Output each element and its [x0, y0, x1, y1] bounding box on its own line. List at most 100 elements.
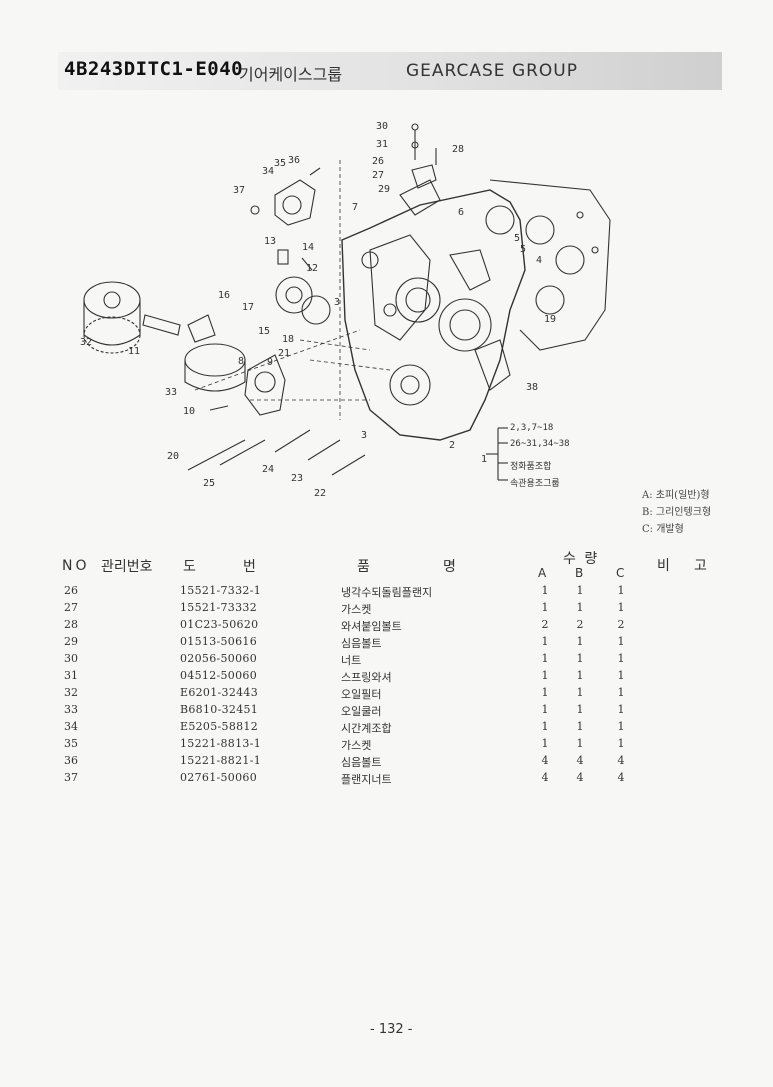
cell-b: 1	[576, 652, 584, 665]
col-header-do: 도	[183, 559, 196, 575]
legend-c: C: 개발형	[642, 524, 684, 535]
callout-5a: 5	[514, 233, 521, 244]
cell-a: 4	[541, 771, 549, 784]
cell-a: 1	[541, 669, 549, 682]
col-header-a: A	[538, 566, 547, 580]
callout-15: 15	[258, 326, 271, 337]
callout-14: 14	[302, 242, 315, 253]
cell-a: 1	[541, 686, 549, 699]
callout-20: 20	[167, 451, 180, 462]
callout-30: 30	[376, 121, 389, 132]
cell-c: 1	[617, 635, 625, 648]
cell-name: 플랜지너트	[341, 773, 392, 786]
cell-name: 오일쿨러	[341, 705, 382, 718]
cell-c: 1	[617, 669, 625, 682]
callout-6: 6	[458, 207, 465, 218]
callout-29: 29	[378, 184, 391, 195]
table-row: 34 E5205-58812 시간계조합 1 1 1	[0, 720, 773, 737]
cell-a: 1	[541, 635, 549, 648]
col-header-suryang: 수 량	[563, 551, 600, 567]
cell-part: B6810-32451	[180, 703, 259, 716]
cell-no: 30	[64, 652, 78, 665]
callout-34: 34	[262, 166, 275, 177]
cell-c: 1	[617, 703, 625, 716]
cell-a: 1	[541, 737, 549, 750]
callout-12: 12	[306, 263, 319, 274]
cell-no: 34	[64, 720, 78, 733]
callout-16: 16	[218, 290, 231, 301]
callout-24: 24	[262, 464, 275, 475]
bracket-line-3: 정화품조합	[510, 462, 552, 472]
bracket-line-4: 속관용조그룹	[510, 479, 560, 489]
exploded-parts-diagram	[83, 123, 611, 481]
callout-21: 21	[278, 348, 291, 359]
cell-part: 01513-50616	[180, 635, 258, 648]
cell-c: 1	[617, 720, 625, 733]
cell-a: 1	[541, 720, 549, 733]
cell-c: 2	[617, 618, 625, 631]
col-header-b: B	[575, 566, 584, 580]
korean-title: 기어케이스그룹	[239, 65, 343, 84]
cell-name: 심음볼트	[341, 756, 382, 769]
page-header: 4B243DITC1-E040 기어케이스그룹 GEARCASE GROUP	[58, 52, 722, 90]
col-header-bi: 비	[657, 558, 670, 574]
callout-18: 18	[282, 334, 295, 345]
callout-35: 35	[274, 158, 287, 169]
cell-b: 4	[576, 771, 584, 784]
cell-b: 1	[576, 601, 584, 614]
callout-25: 25	[203, 478, 216, 489]
cell-no: 27	[64, 601, 78, 614]
callout-7: 7	[352, 202, 359, 213]
col-header-mgmt: 관리번호	[101, 559, 153, 575]
callout-2: 2	[449, 440, 456, 451]
callout-27: 27	[372, 170, 385, 181]
callout-38: 38	[526, 382, 539, 393]
callout-31: 31	[376, 139, 389, 150]
cell-name: 스프링와셔	[341, 671, 392, 684]
callout-37: 37	[233, 185, 246, 196]
callout-11: 11	[128, 346, 141, 357]
cell-name: 냉각수되돌림플랜지	[341, 586, 433, 599]
cell-no: 35	[64, 737, 78, 750]
cell-b: 1	[576, 720, 584, 733]
cell-c: 1	[617, 584, 625, 597]
cell-name: 가스켓	[341, 603, 372, 616]
callout-33: 33	[165, 387, 178, 398]
callout-3a: 3	[334, 297, 341, 308]
bracket-line-1: 2,3,7~18	[510, 423, 554, 433]
cell-part: 01C23-50620	[180, 618, 259, 631]
cell-part: 04512-50060	[180, 669, 258, 682]
cell-name: 오일필터	[341, 688, 382, 701]
cell-a: 2	[541, 618, 549, 631]
callout-4: 4	[536, 255, 543, 266]
cell-b: 1	[576, 669, 584, 682]
callout-13: 13	[264, 236, 277, 247]
cell-no: 37	[64, 771, 78, 784]
cell-a: 1	[541, 703, 549, 716]
page-number: - 132 -	[370, 1022, 413, 1037]
cell-b: 1	[576, 584, 584, 597]
callout-5b: 5	[520, 244, 527, 255]
callout-17: 17	[242, 302, 255, 313]
english-title: GEARCASE GROUP	[406, 61, 579, 81]
cell-part: 15221-8813-1	[180, 737, 262, 750]
cell-part: E6201-32443	[180, 686, 259, 699]
cell-b: 4	[576, 754, 584, 767]
cell-b: 1	[576, 703, 584, 716]
callout-23: 23	[291, 473, 304, 484]
cell-part: E5205-58812	[180, 720, 259, 733]
cell-part: 15521-7332-1	[180, 584, 262, 597]
callout-32: 32	[80, 337, 93, 348]
cell-part: 02761-50060	[180, 771, 258, 784]
cell-name: 심음볼트	[341, 637, 382, 650]
col-header-pum: 품	[357, 559, 370, 575]
cell-name: 시간계조합	[341, 722, 392, 735]
cell-b: 1	[576, 635, 584, 648]
callout-19: 19	[544, 314, 557, 325]
